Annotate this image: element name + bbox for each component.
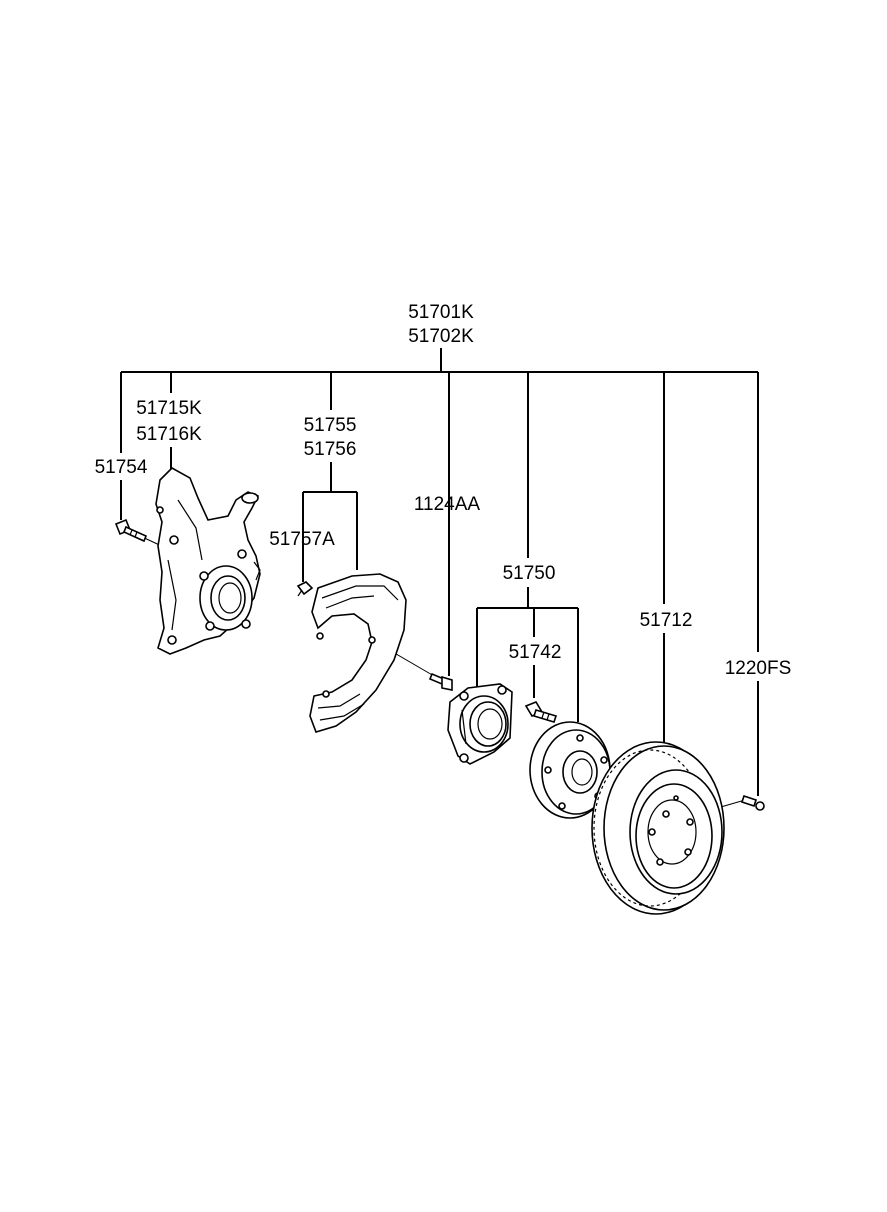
dust-cover-drawing [296,573,407,733]
hub-flange-drawing [529,721,611,819]
steering-knuckle-drawing [155,467,261,655]
label-51715k: 51715K [136,398,202,419]
label-51750: 51750 [503,563,556,584]
disc-screw-drawing [740,794,765,811]
label-51701k: 51701K [408,302,474,323]
label-51702k: 51702K [408,326,474,347]
label-1124aa: 1124AA [414,494,481,515]
label-51757a: 51757A [269,529,335,550]
brake-disc-drawing [591,741,725,915]
label-1220fs: 1220FS [725,658,792,679]
label-51754: 51754 [95,457,148,478]
cover-bolt-drawing [428,672,453,691]
label-51742: 51742 [509,642,562,663]
label-51756: 51756 [304,439,357,460]
part-labels: 51701K 51702K 51715K 51716K 51754 51755 … [95,302,792,679]
hub-bolt-drawing [524,701,558,723]
hub-bearing-drawing [447,683,513,765]
label-51712: 51712 [640,610,693,631]
label-51716k: 51716K [136,424,202,445]
label-51755: 51755 [304,415,357,436]
leader-lines [120,348,759,823]
knuckle-bolt-drawing [114,518,148,543]
